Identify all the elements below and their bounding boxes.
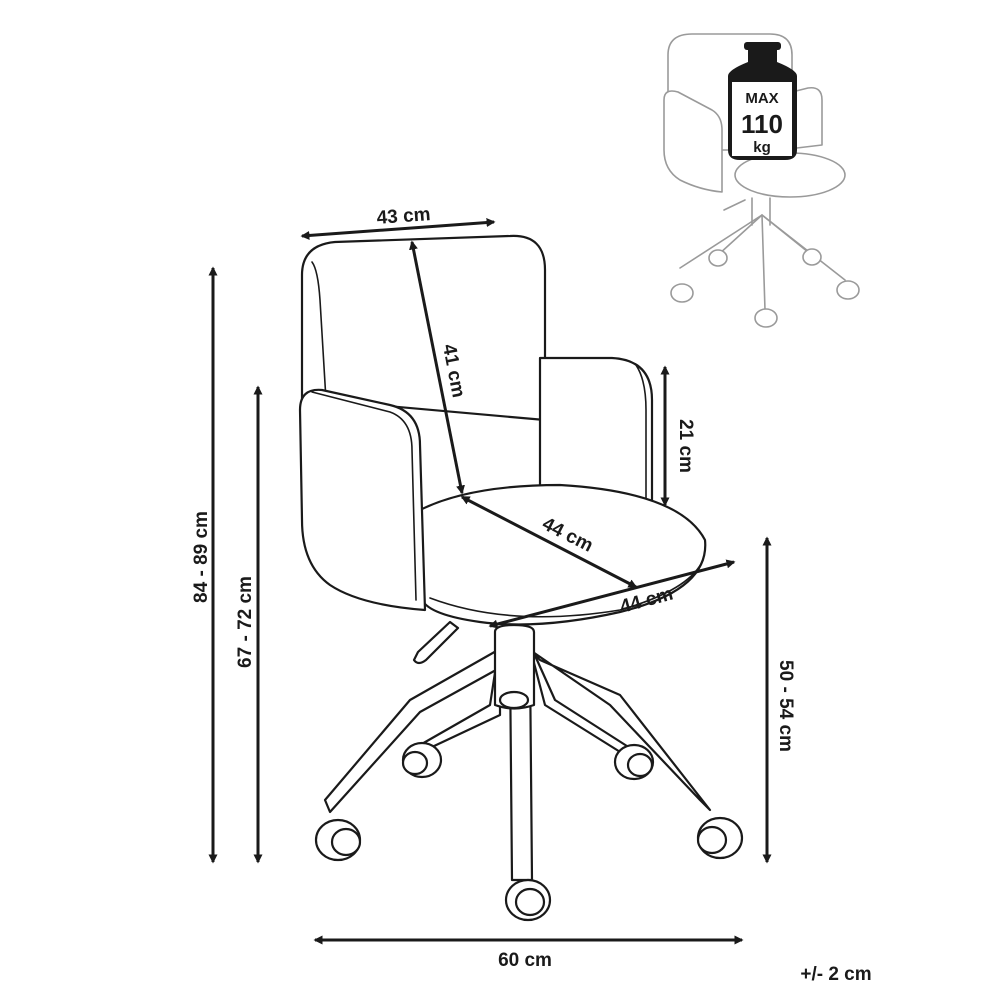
arrow-seat-back-width: [300, 218, 496, 240]
label-base-width: 60 cm: [498, 950, 552, 971]
label-total-height: 84 - 89 cm: [191, 511, 212, 603]
label-seat-back-width: 43 cm: [376, 204, 431, 229]
max-label: MAX: [745, 90, 778, 107]
label-seat-height: 50 - 54 cm: [775, 660, 796, 752]
weight-icon: [728, 42, 797, 160]
label-armrest-height: 21 cm: [675, 419, 696, 473]
arrow-seat-width: [488, 559, 736, 629]
label-armrest-floor-height: 67 - 72 cm: [235, 576, 256, 668]
max-weight-unit: kg: [753, 139, 771, 156]
arrow-backrest-height: [409, 240, 465, 495]
max-weight-value: 110: [741, 109, 783, 139]
dimension-arrows: [208, 218, 772, 945]
label-tolerance: +/- 2 cm: [800, 964, 871, 985]
